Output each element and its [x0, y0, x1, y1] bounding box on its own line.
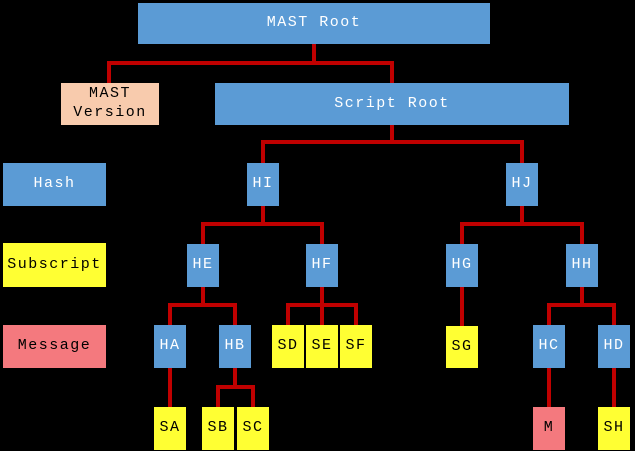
node-hj: HJ — [506, 163, 538, 206]
node-sd: SD — [272, 325, 304, 368]
node-hh: HH — [566, 244, 598, 287]
node-he: HE — [187, 244, 219, 287]
node-sc: SC — [237, 407, 269, 450]
node-hb: HB — [219, 325, 251, 368]
node-hc: HC — [533, 325, 565, 368]
node-sa: SA — [154, 407, 186, 450]
node-ha: HA — [154, 325, 186, 368]
node-m: M — [533, 407, 565, 450]
edge-hj-hg — [460, 206, 524, 244]
legend-hash: Hash — [3, 163, 106, 206]
node-sb: SB — [202, 407, 234, 450]
edge-hi-hf — [261, 206, 324, 244]
node-script-root: Script Root — [215, 83, 569, 125]
legend-subscript: Subscript — [3, 243, 106, 287]
edge-hh-hd — [580, 287, 616, 325]
edge-hh-hc — [547, 287, 584, 325]
node-sg: SG — [446, 326, 478, 368]
edge-hf-sf — [320, 287, 358, 325]
node-sh: SH — [598, 407, 630, 450]
node-hg: HG — [446, 244, 478, 287]
node-sf: SF — [340, 325, 372, 368]
node-mast-root: MAST Root — [138, 3, 490, 44]
edge-hb-sb — [216, 368, 237, 407]
node-se: SE — [306, 325, 338, 368]
edge-script-root-hj — [390, 125, 524, 163]
edge-mast-root-script-root — [312, 44, 394, 83]
node-hf: HF — [306, 244, 338, 287]
edge-he-hb — [201, 287, 237, 325]
legend-message: Message — [3, 325, 106, 368]
edge-hj-hh — [520, 206, 584, 244]
edge-mast-root-mast-version — [107, 44, 316, 83]
edge-hi-he — [201, 206, 265, 244]
edge-hf-sd — [286, 287, 324, 325]
edge-script-root-hi — [261, 125, 394, 163]
node-hi: HI — [247, 163, 279, 206]
edge-he-ha — [168, 287, 205, 325]
edge-hb-sc — [233, 368, 255, 407]
node-mast-version: MAST Version — [61, 83, 159, 125]
node-hd: HD — [598, 325, 630, 368]
